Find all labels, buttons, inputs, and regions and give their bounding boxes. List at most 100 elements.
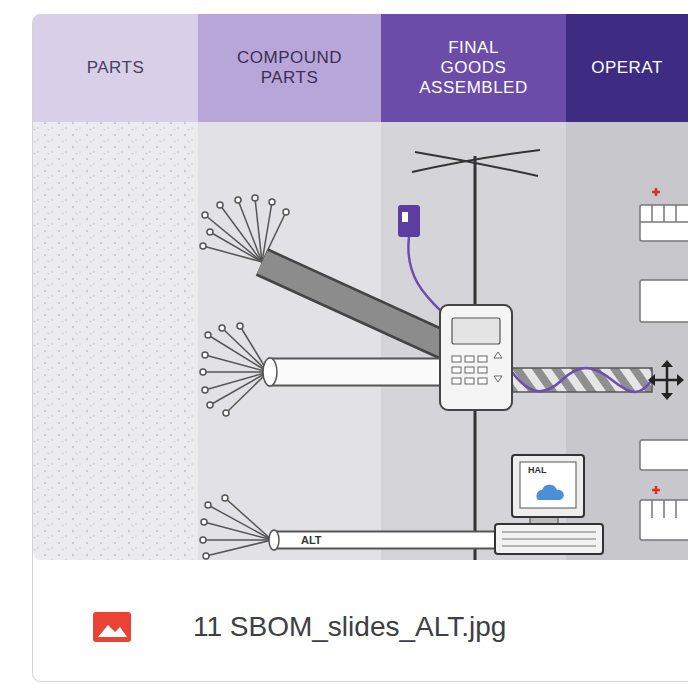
direction-arrows [648, 374, 655, 386]
monitor [502, 532, 596, 546]
operations-devices [651, 205, 653, 222]
wire-bundle [202, 352, 208, 358]
handheld-device [494, 376, 502, 382]
operations-devices [640, 280, 688, 322]
antenna-pole [412, 150, 540, 172]
handheld-device [478, 356, 487, 362]
white-tube [263, 358, 444, 386]
column-header: FINAL GOODS ASSEMBLED [381, 14, 566, 122]
monitor [520, 462, 576, 508]
wire-bundle [201, 519, 207, 525]
operations-devices [640, 440, 688, 470]
wire-bundle [205, 332, 211, 338]
column-header: PARTS [33, 14, 198, 122]
column-header: OPERAT [566, 14, 688, 122]
operations-devices [640, 500, 688, 540]
monitor [495, 455, 603, 554]
file-type-icon [98, 625, 127, 637]
wire-bundle [203, 371, 268, 373]
white-cable [269, 530, 498, 550]
direction-arrows [666, 364, 669, 396]
cable-label: ALT [300, 533, 323, 547]
operations-devices [675, 500, 677, 518]
wire-bundle [255, 198, 262, 262]
battery [398, 205, 448, 318]
monitor [536, 485, 563, 500]
handheld-device [440, 305, 512, 410]
wire-bundle [202, 387, 208, 393]
handheld-device [452, 356, 461, 362]
wire-bundle [220, 205, 262, 262]
wire-bundle [204, 522, 272, 540]
operations-devices [675, 205, 677, 222]
handheld-device [452, 367, 461, 373]
twisted-cable [510, 368, 652, 392]
wire-bundle [205, 502, 211, 508]
header-text: COMPOUND PARTS [231, 48, 349, 88]
compound-ground [198, 122, 381, 560]
wire-bundle [207, 402, 213, 408]
header-text: OPERAT [575, 58, 679, 78]
white-tube [268, 358, 444, 387]
wire-bundle [210, 232, 262, 262]
wire-bundle [203, 553, 209, 559]
monitor [495, 524, 603, 554]
battery [408, 237, 448, 318]
wire-bundle [205, 355, 268, 372]
white-tube [263, 358, 277, 386]
antenna-pole [415, 152, 538, 176]
wire-bundle [203, 539, 272, 541]
twisted-cable [510, 368, 652, 392]
direction-arrows [677, 374, 684, 386]
file-type-icon [93, 612, 131, 642]
header-text: PARTS [46, 58, 186, 78]
grey-tube [262, 262, 446, 346]
wire-bundle [269, 199, 275, 205]
wire-bundle [252, 195, 258, 201]
operations-devices [663, 500, 665, 518]
file-name: 11 SBOM_slides_ALT.jpg [192, 609, 507, 645]
handheld-device [478, 367, 487, 373]
wire-bundle [235, 197, 241, 203]
wire-bundle [217, 202, 223, 208]
wire-bundle [226, 372, 268, 413]
grey-tube [262, 262, 446, 346]
white-cable [269, 530, 279, 550]
white-cable [272, 531, 498, 550]
wire-bundle [202, 212, 208, 218]
operations-devices [652, 486, 660, 494]
wire-bundle [208, 335, 268, 372]
parts-ground [33, 122, 198, 560]
wire-bundle [200, 495, 272, 559]
wire-bundle [207, 229, 213, 235]
slide-image [33, 122, 688, 560]
operations-devices [651, 500, 653, 518]
grey-tube [262, 262, 446, 346]
monitor [502, 539, 596, 540]
parts-speckle [33, 122, 198, 560]
operations-devices [663, 205, 665, 222]
operations-devices [652, 188, 660, 196]
handheld-device [465, 356, 474, 362]
screen-label: HAL [527, 464, 548, 476]
column-header: COMPOUND PARTS [198, 14, 381, 122]
wire-bundle [208, 505, 272, 540]
wire-bundle [219, 325, 225, 331]
direction-arrows [648, 360, 684, 400]
wire-bundle [200, 369, 206, 375]
white-cable [272, 533, 498, 548]
operations-devices [640, 205, 688, 241]
wire-bundle [200, 537, 206, 543]
card-border [33, 15, 688, 682]
monitor [502, 532, 596, 533]
wire-bundle [206, 540, 272, 556]
handheld-device [465, 367, 474, 373]
handheld-device [478, 378, 487, 384]
battery [402, 212, 408, 222]
handheld-device [465, 378, 474, 384]
header-text: FINAL GOODS ASSEMBLED [418, 38, 530, 98]
twisted-cable [512, 368, 652, 392]
handheld-device [452, 352, 502, 384]
monitor [512, 455, 584, 517]
